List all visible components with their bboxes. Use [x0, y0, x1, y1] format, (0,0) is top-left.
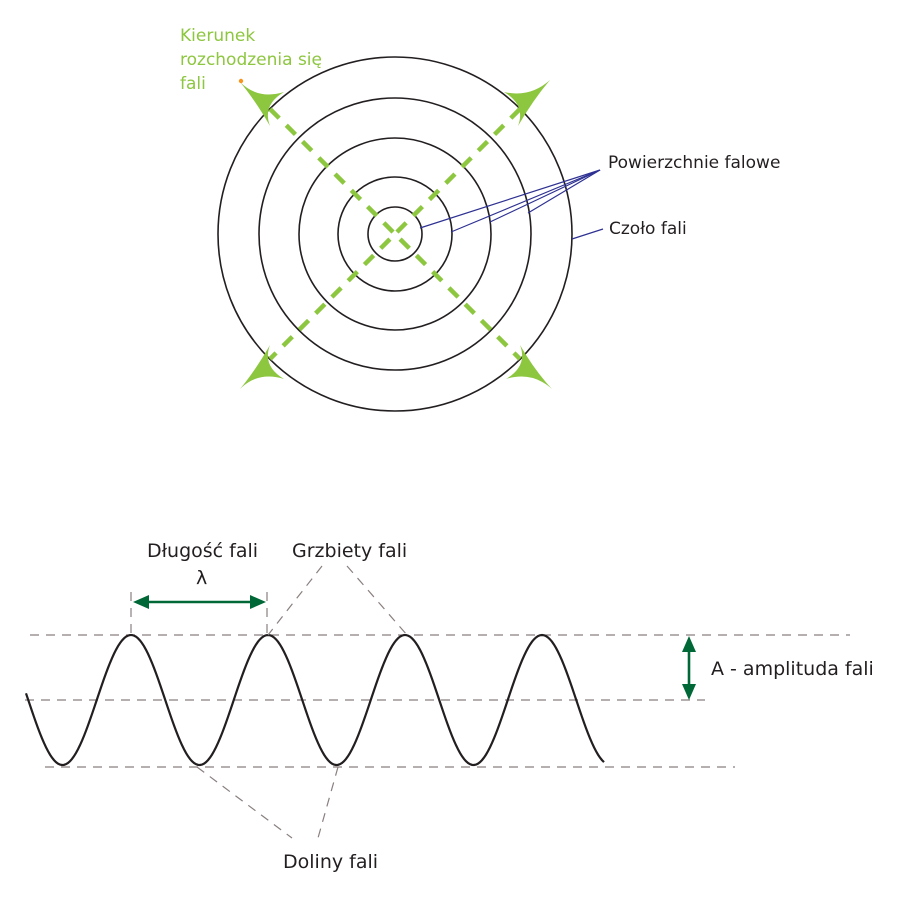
arrowhead-se-icon [506, 345, 552, 389]
crest-pointer-1 [267, 565, 323, 636]
pointer-line-4 [527, 169, 601, 214]
trough-pointer-1 [196, 766, 293, 839]
direction-label: Kierunek rozchodzenia się fali [180, 26, 322, 94]
pointer-line-front [571, 228, 604, 240]
pointer-line-1 [419, 169, 601, 229]
reference-lines [25, 634, 850, 768]
wavelength-arrowhead-left-icon [133, 595, 149, 609]
wave-surfaces-label: Powierzchnie falowe [608, 153, 780, 173]
troughs-label: Doliny fali [283, 851, 378, 873]
propagation-directions [238, 78, 552, 389]
trough-pointer-2 [317, 766, 339, 839]
wave-surfaces-pointers [419, 169, 604, 240]
wavelength-marker [130, 592, 268, 633]
wave-ring-5 [367, 206, 423, 262]
pointer-line-3 [489, 169, 601, 223]
crest-pointers [267, 565, 408, 636]
concentric-waves [217, 56, 573, 412]
arrowhead-ne-icon [504, 80, 550, 126]
wavelength-symbol: λ [196, 567, 207, 589]
origin-dot [238, 78, 244, 84]
wavelength-label: Długość fali [147, 540, 258, 562]
arrowhead-sw-icon [240, 345, 284, 389]
trough-pointers [196, 766, 339, 839]
wavelength-arrowhead-right-icon [250, 595, 266, 609]
crests-label: Grzbiety fali [292, 540, 407, 562]
amplitude-label: A - amplituda fali [711, 658, 874, 680]
wave-ring-3 [298, 137, 492, 331]
direction-label-line-1: Kierunek [180, 26, 255, 46]
sine-wave [24, 633, 605, 767]
amplitude-arrowhead-up-icon [682, 636, 696, 652]
amplitude-arrowhead-down-icon [682, 684, 696, 700]
direction-label-line-3: fali [180, 74, 206, 94]
direction-label-line-2: rozchodzenia się [180, 50, 322, 70]
arrowhead-nw-icon [240, 82, 284, 126]
wave-ring-2 [258, 97, 532, 371]
direction-line-ne-sw [268, 107, 522, 361]
crest-pointer-2 [346, 565, 408, 636]
direction-line-nw-se [268, 107, 522, 361]
pointer-line-2 [450, 169, 601, 233]
wave-ring-4 [337, 176, 453, 292]
wave-front-label: Czoło fali [609, 219, 687, 239]
amplitude-marker [682, 636, 696, 700]
wave-ring-1 [217, 56, 573, 412]
